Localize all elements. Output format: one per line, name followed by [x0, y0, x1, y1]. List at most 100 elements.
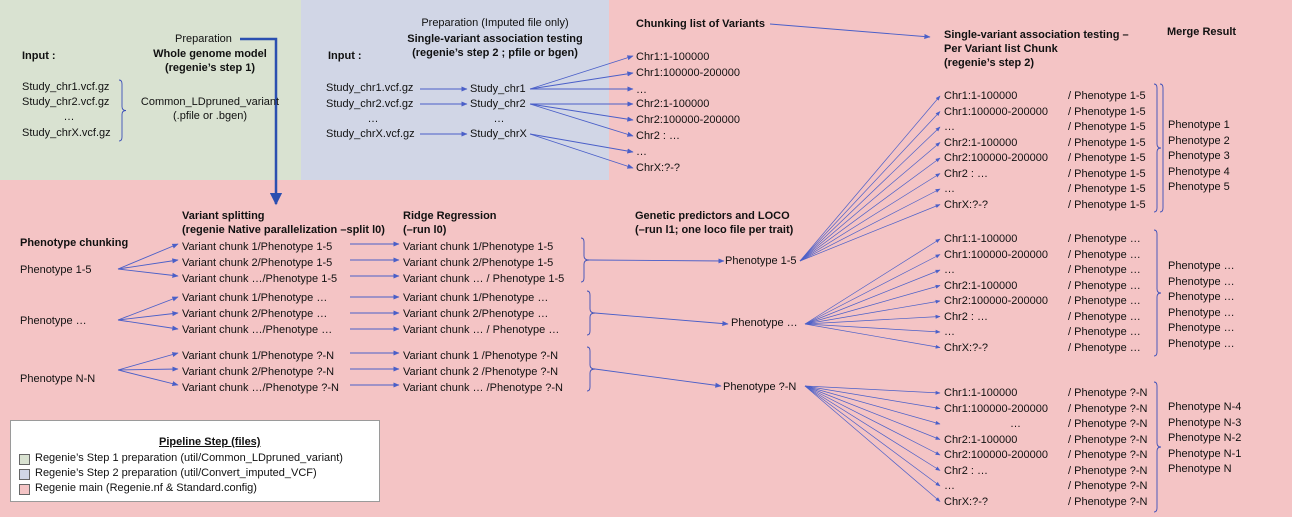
ridge-chunk: Variant chunk … /Phenotype ?-N	[403, 382, 563, 394]
variant-chunk: Variant chunk …/Phenotype …	[182, 324, 333, 336]
step2-output: Study_chrX	[470, 128, 527, 140]
legend-item-step2: Regenie’s Step 2 preparation (util/Conve…	[35, 467, 317, 479]
assoc-region: Chr2 : …	[944, 167, 989, 180]
ridge-bracket	[586, 346, 596, 392]
variant-chunk: Variant chunk 1/Phenotype …	[182, 292, 328, 304]
chunk-item: ChrX:?-?	[636, 162, 681, 174]
loco-to-assoc-arrow	[799, 157, 941, 262]
variant-chunk: Variant chunk 2/Phenotype 1-5	[182, 257, 333, 269]
legend-swatch-step1	[19, 454, 30, 465]
merge-phenotype: Phenotype 2	[1168, 134, 1230, 147]
loco-to-assoc-arrow	[804, 238, 941, 325]
chunk-item: Chr1:1-100000	[636, 51, 710, 63]
assoc-phenotype: / Phenotype 1-5	[1068, 167, 1146, 180]
merge-phenotype: Phenotype N	[1168, 463, 1232, 475]
assoc-region: Chr2:100000-200000	[944, 152, 1048, 164]
variant-chunk: Variant chunk 2/Phenotype ?-N	[182, 366, 335, 378]
assoc-phenotype: / Phenotype ?-N	[1068, 480, 1148, 492]
variant-chunk: Variant chunk 2/Phenotype …	[182, 308, 328, 320]
step2-output: Study_chr2	[470, 98, 526, 110]
variant-chunk: Variant chunk …/Phenotype ?-N	[182, 382, 339, 394]
loco-to-assoc-arrow	[799, 126, 941, 262]
step2-file: Study_chrX.vcf.gz	[326, 128, 415, 140]
ridge-bracket	[586, 290, 596, 336]
pheno-to-chunk-arrow	[117, 258, 179, 270]
assoc-region: Chr1:1-100000	[944, 233, 1018, 245]
ridge-chunk: Variant chunk 2 /Phenotype ?-N	[403, 366, 559, 378]
loco-to-assoc-arrow	[804, 323, 941, 334]
assoc-phenotype: / Phenotype 1-5	[1068, 136, 1146, 149]
assoc-phenotype: / Phenotype ?-N	[1068, 387, 1148, 399]
loco-to-assoc-arrow	[804, 385, 941, 440]
step1-title-line2: (regenie’s step 1)	[164, 62, 256, 74]
loco-output: Phenotype 1-5	[725, 255, 797, 267]
step1-panel	[0, 0, 301, 180]
ridge-title-line2: (–run l0)	[403, 224, 447, 236]
merge-phenotype: Phenotype 5	[1168, 181, 1230, 193]
pheno-to-chunk-arrow	[117, 319, 179, 331]
loco-to-assoc-arrow	[799, 188, 941, 262]
step2-input-label: Input :	[328, 50, 362, 62]
assoc-phenotype: / Phenotype 1-5	[1068, 90, 1146, 102]
merge-phenotype: Phenotype …	[1168, 275, 1235, 288]
merge-bracket	[1153, 83, 1162, 213]
loco-to-assoc-arrow	[799, 95, 941, 262]
step2-output: …	[493, 113, 505, 125]
assoc-phenotype: / Phenotype …	[1068, 326, 1141, 338]
step1-output: Common_LDpruned_variant	[140, 96, 280, 108]
merge-phenotype: Phenotype 1	[1168, 119, 1230, 131]
chunk-item: Chr2 : …	[636, 130, 681, 142]
preparation-to-main-arrow	[240, 37, 283, 206]
assoc-phenotype: / Phenotype …	[1068, 279, 1141, 292]
pheno-to-chunk-arrow	[117, 311, 179, 321]
loco-to-assoc-arrow	[804, 314, 941, 325]
assoc-region: Chr1:1-100000	[944, 387, 1018, 399]
loco-to-assoc-arrow	[804, 254, 941, 325]
assoc-title-line2: Per Variant list Chunk	[944, 43, 1058, 55]
variant-chunk: Variant chunk …/Phenotype 1-5	[182, 273, 338, 285]
assoc-phenotype: / Phenotype ?-N	[1068, 433, 1148, 446]
merge-phenotype: Phenotype …	[1168, 291, 1235, 303]
loco-to-assoc-arrow	[804, 385, 941, 456]
step2-preparation-label: Preparation (Imputed file only)	[421, 17, 569, 29]
merge-phenotype: Phenotype 4	[1168, 165, 1230, 178]
assoc-region: ChrX:?-?	[944, 198, 989, 211]
ridge-chunk: Variant chunk 2/Phenotype 1-5	[403, 257, 554, 269]
assoc-phenotype: / Phenotype ?-N	[1068, 449, 1148, 461]
merge-phenotype: Phenotype N-3	[1168, 416, 1242, 429]
legend-swatch-step2	[19, 469, 30, 480]
step1-file: …	[63, 111, 75, 123]
assoc-phenotype: / Phenotype 1-5	[1068, 183, 1146, 195]
output-to-chunk-arrow	[529, 103, 634, 137]
step1-file: Study_chr2.vcf.gz	[22, 96, 110, 108]
assoc-phenotype: / Phenotype 1-5	[1068, 121, 1146, 133]
phenotype-chunk-label: Phenotype N-N	[20, 373, 96, 385]
merge-bracket-tick	[1159, 83, 1164, 213]
assoc-region: Chr1:100000-200000	[944, 105, 1048, 118]
loco-to-assoc-arrow	[799, 204, 941, 262]
step1-output-format: (.pfile or .bgen)	[173, 110, 247, 122]
pheno-to-chunk-arrow	[117, 296, 179, 321]
merge-phenotype: Phenotype 3	[1168, 150, 1230, 162]
assoc-phenotype: / Phenotype 1-5	[1068, 198, 1146, 211]
assoc-phenotype: / Phenotype …	[1068, 295, 1141, 307]
pheno-to-chunk-arrow	[117, 369, 179, 387]
loco-to-assoc-arrow	[799, 111, 941, 262]
step1-preparation-label: Preparation	[175, 33, 232, 45]
assoc-phenotype: / Phenotype …	[1068, 341, 1141, 354]
output-to-chunk-arrow	[529, 55, 634, 90]
step1-file: Study_chr1.vcf.gz	[22, 81, 110, 93]
legend-swatch-main	[19, 484, 30, 495]
step1-file: Study_chrX.vcf.gz	[22, 127, 111, 139]
step2-title-line2: (regenie’s step 2 ; pfile or bgen)	[412, 47, 578, 59]
legend-item-main: Regenie main (Regenie.nf & Standard.conf…	[35, 482, 257, 494]
merge-phenotype: Phenotype N-1	[1168, 447, 1242, 460]
assoc-region: Chr2:1-100000	[944, 433, 1018, 446]
assoc-region: Chr2:1-100000	[944, 136, 1018, 149]
output-to-chunk-arrow	[529, 103, 634, 122]
pheno-to-chunk-arrow	[117, 268, 179, 278]
ridge-to-loco-arrow	[594, 312, 729, 327]
ridge-title-line1: Ridge Regression	[403, 210, 497, 222]
assoc-region: Chr2 : …	[944, 310, 989, 323]
output-to-chunk-arrow	[529, 133, 634, 169]
